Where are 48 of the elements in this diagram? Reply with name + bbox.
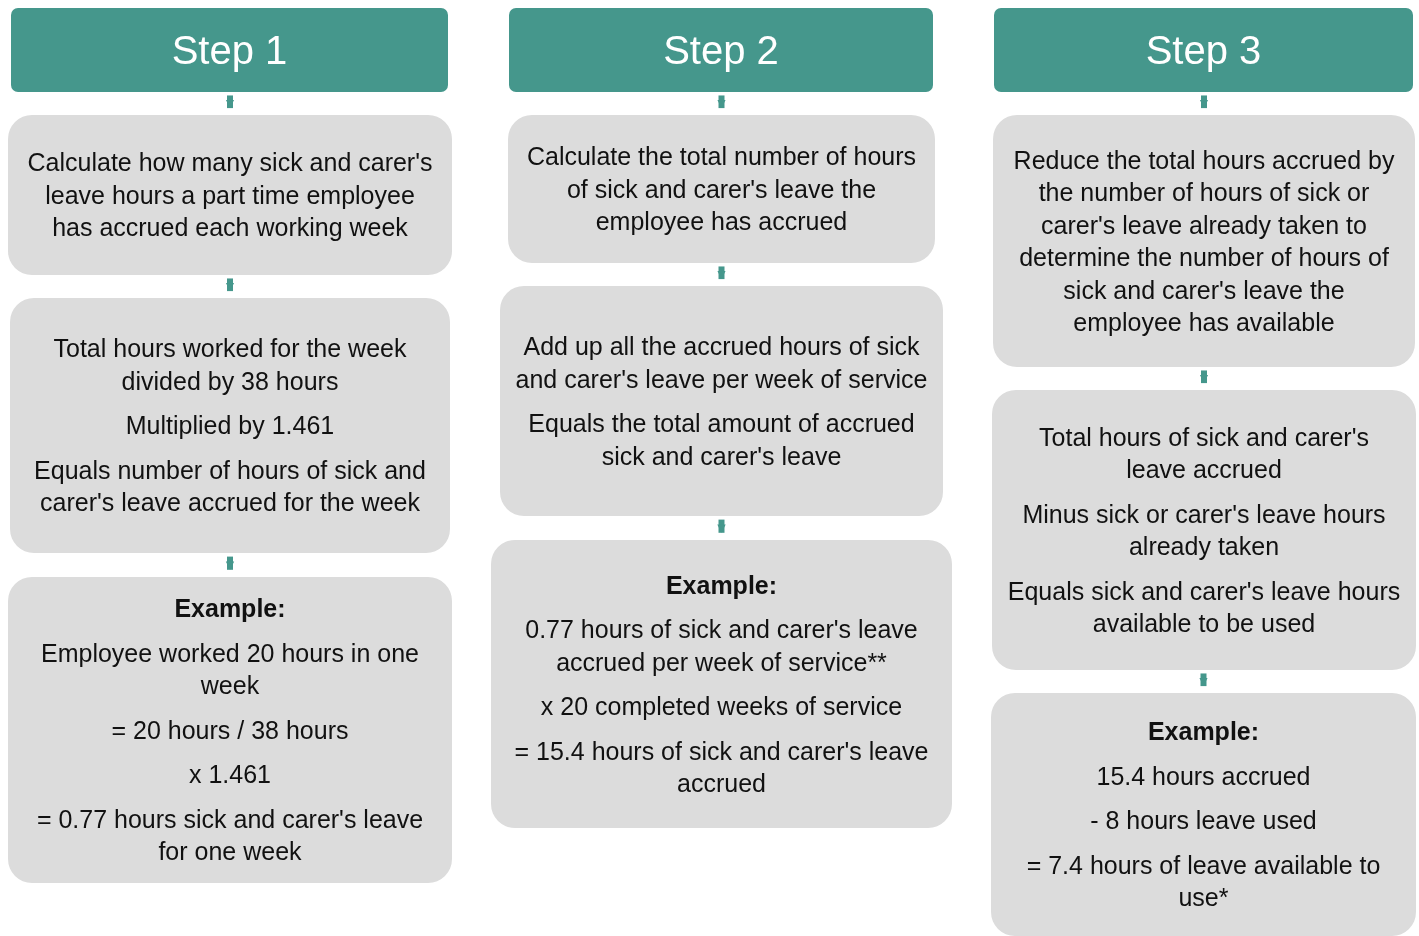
process-box xyxy=(508,115,935,263)
step-text: = 15.4 hours of sick and carer's leave accrued xyxy=(513,735,930,799)
down-arrow xyxy=(225,278,235,292)
step-text: Add up all the accrued hours of sick and carer's leave per week of service xyxy=(514,331,929,395)
step-text: Minus sick or carer's leave hours already taken xyxy=(1021,498,1387,562)
process-box xyxy=(10,298,450,553)
down-arrow xyxy=(1199,673,1208,687)
down-arrow xyxy=(1199,370,1209,384)
step-text: Total hours worked for the week divided by 38 hours xyxy=(52,333,408,397)
step-text: Calculate the total number of hours of sick and carer's leave the employee has accrued xyxy=(525,141,918,238)
step-text: Equals number of hours of sick and carer's leave accrued for the week xyxy=(33,454,427,519)
example-box xyxy=(991,693,1416,936)
down-arrow xyxy=(717,266,726,280)
process-box xyxy=(500,286,943,516)
example-box xyxy=(491,540,952,828)
step-text: Total hours of sick and carer's leave accrued xyxy=(1038,421,1370,485)
step-header xyxy=(11,8,448,92)
step-text: Calculate how many sick and carer's leave hours a part time employee has accrued each working week xyxy=(26,147,434,244)
step-text: x 1.461 xyxy=(189,759,271,791)
down-arrow xyxy=(717,95,726,109)
example-heading: Example: xyxy=(1147,716,1260,748)
step-title: Step 1 xyxy=(171,27,288,73)
example-heading: Example: xyxy=(174,593,286,625)
step-title: Step 3 xyxy=(1145,27,1262,73)
example-box xyxy=(8,577,452,883)
process-box xyxy=(993,115,1415,367)
step-header xyxy=(994,8,1413,92)
process-box xyxy=(8,115,452,275)
step-text: Employee worked 20 hours in one week xyxy=(40,637,420,702)
step-text: = 20 hours / 38 hours xyxy=(111,714,349,746)
step-text: x 20 completed weeks of service xyxy=(540,691,903,722)
step-text: = 7.4 hours of leave available to use* xyxy=(1025,849,1382,914)
process-box xyxy=(992,390,1416,670)
step-title: Step 2 xyxy=(663,27,779,73)
step-text: Multiplied by 1.461 xyxy=(125,410,335,442)
down-arrow xyxy=(1199,95,1209,109)
step-header xyxy=(509,8,933,92)
step-text: - 8 hours leave used xyxy=(1090,805,1317,837)
step-text: Equals the total amount of accrued sick and carer's leave xyxy=(527,408,916,472)
step-text: = 0.77 hours sick and carer's leave for one week xyxy=(35,803,425,868)
down-arrow xyxy=(225,95,235,109)
down-arrow xyxy=(225,556,235,570)
step-text: Equals sick and carer's leave hours available to be used xyxy=(1006,575,1402,639)
step-text: Reduce the total hours accrued by the number of hours of sick or carer's leave already taken to determine the number of hours of sick and carer's leave the employee has available xyxy=(1012,144,1396,338)
step-text: 15.4 hours accrued xyxy=(1096,760,1311,792)
example-heading: Example: xyxy=(665,569,778,601)
step-text: 0.77 hours of sick and carer's leave accrued per week of service** xyxy=(524,614,919,678)
down-arrow xyxy=(717,519,726,533)
